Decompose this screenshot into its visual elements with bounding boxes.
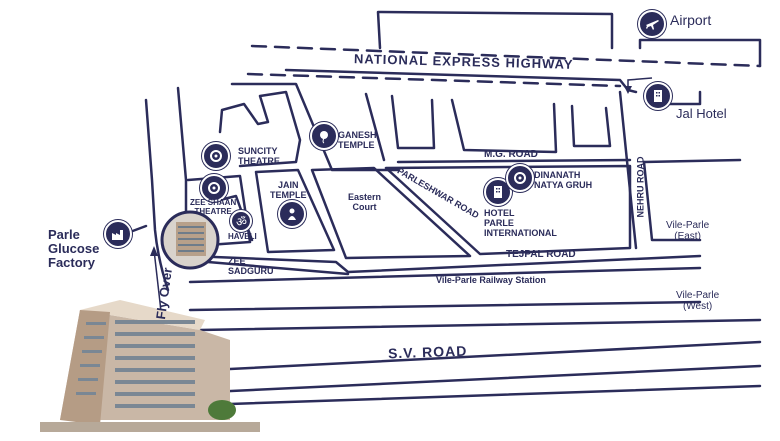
road-railway-top [188, 266, 702, 284]
block-jain [254, 168, 336, 254]
svg-text:ॐ: ॐ [236, 215, 247, 229]
zee-sadguru-label: ZEE SADGURU [228, 256, 274, 276]
road-nehru-right [642, 160, 702, 242]
road-block-5 [450, 98, 558, 154]
mg-road-label: M.G. ROAD [484, 149, 538, 160]
building-illustration [40, 300, 260, 432]
road-sv-3 [228, 384, 762, 406]
nehru-road-label: NEHRU ROAD [635, 156, 646, 218]
jal-arrow [627, 77, 653, 88]
highway-dash-bottom [246, 72, 622, 88]
road-block-4 [390, 94, 436, 150]
zee-shaan-line-2: THEATRE [194, 207, 232, 216]
hotel-parle-international-label: HOTEL PARLE INTERNATIONAL [484, 208, 557, 238]
jain-temple-icon [278, 200, 306, 228]
eastern-line-1: Eastern [348, 192, 382, 202]
block-eastern [310, 166, 472, 260]
zee-shaan-line-1: ZEE SHAAN [190, 198, 237, 207]
factory-line-1: Parle [48, 227, 80, 242]
ganesh-temple-label: GANESH TEMPLE [338, 130, 377, 150]
hotel-line-2: PARLE [484, 218, 514, 228]
vile-parle-east-label: Vile-Parle (East) [666, 220, 709, 242]
sadguru-line-2: SADGURU [228, 266, 274, 276]
parle-glucose-factory-label: Parle Glucose Factory [48, 228, 99, 270]
jal-hotel-label: Jal Hotel [676, 106, 727, 121]
road-flyover-inner [176, 86, 188, 232]
road-railway-bottom [188, 300, 702, 312]
west-line-2: (West) [682, 301, 713, 312]
dinanath-natya-gruh-label: DINANATH NATYA GRUH [534, 170, 592, 190]
airplane-icon [638, 10, 666, 38]
east-line-1: Vile-Parle [666, 220, 710, 231]
factory-line-3: Factory [48, 255, 95, 270]
suncity-line-2: THEATRE [238, 156, 280, 166]
road-flyover-outer [144, 98, 170, 292]
railway-station-label: Vile-Parle Railway Station [436, 275, 546, 285]
jain-line-1: JAIN [278, 180, 299, 190]
road-block-7 [618, 90, 638, 250]
ganesh-line-1: GANESH [338, 130, 377, 140]
theatre-icon [202, 142, 230, 170]
jain-line-2: TEMPLE [270, 190, 307, 200]
road-block-2 [284, 68, 638, 94]
dinanath-theatre-icon [506, 164, 534, 192]
hotel-icon [644, 82, 672, 110]
hotel-parle-icon [484, 178, 512, 206]
airport-label: Airport [670, 12, 712, 28]
sadguru-line-1: ZEE [228, 256, 246, 266]
dinanath-line-1: DINANATH [534, 170, 581, 180]
road-sv-1 [208, 340, 762, 372]
road-west-1 [198, 318, 762, 332]
tejpal-road-label: TEJPAL ROAD [506, 249, 576, 260]
road-airport-left [376, 10, 614, 50]
jal-arrow-head [624, 86, 632, 94]
eastern-line-2: Court [352, 202, 377, 212]
road-block-3 [364, 92, 386, 162]
vile-parle-west-label: Vile-Parle (West) [676, 290, 719, 312]
flyover-arrow [153, 249, 163, 321]
building-photo-circle [160, 210, 220, 270]
east-line-2: (East) [674, 231, 701, 242]
hotel-line-3: INTERNATIONAL [484, 228, 557, 238]
road-mg-right [642, 158, 742, 164]
highway-dash-top [250, 44, 762, 68]
road-tejpal [188, 254, 702, 274]
zee-shaan-theatre-icon [200, 174, 228, 202]
haveli-icon: ॐ [230, 210, 252, 232]
road-mg-lower [396, 158, 632, 164]
factory-line-2: Glucose [48, 241, 100, 256]
road-airport-right [638, 38, 762, 68]
eastern-court-label: Eastern Court [348, 192, 381, 212]
jain-temple-label: JAIN TEMPLE [270, 180, 307, 200]
ganesh-temple-icon [310, 122, 338, 150]
ganesh-line-2: TEMPLE [338, 140, 375, 150]
hotel-line-1: HOTEL [484, 208, 515, 218]
factory-icon [104, 220, 132, 248]
road-sv-2 [208, 364, 762, 394]
suncity-line-1: SUNCITY [238, 146, 278, 156]
haveli-label: HAVELI [228, 232, 257, 241]
west-line-1: Vile-Parle [676, 290, 720, 301]
flyover-arrow-head [150, 246, 158, 256]
suncity-theatre-label: SUNCITY THEATRE [238, 146, 280, 166]
block-hotel [384, 164, 632, 256]
road-sadguru [206, 260, 350, 276]
zee-shaan-theatre-label: ZEE SHAAN THEATRE [190, 198, 236, 216]
sv-road-label: S.V. ROAD [387, 342, 468, 362]
dinanath-line-2: NATYA GRUH [534, 180, 593, 190]
road-block-6 [570, 104, 612, 148]
block-suncity [218, 90, 302, 168]
